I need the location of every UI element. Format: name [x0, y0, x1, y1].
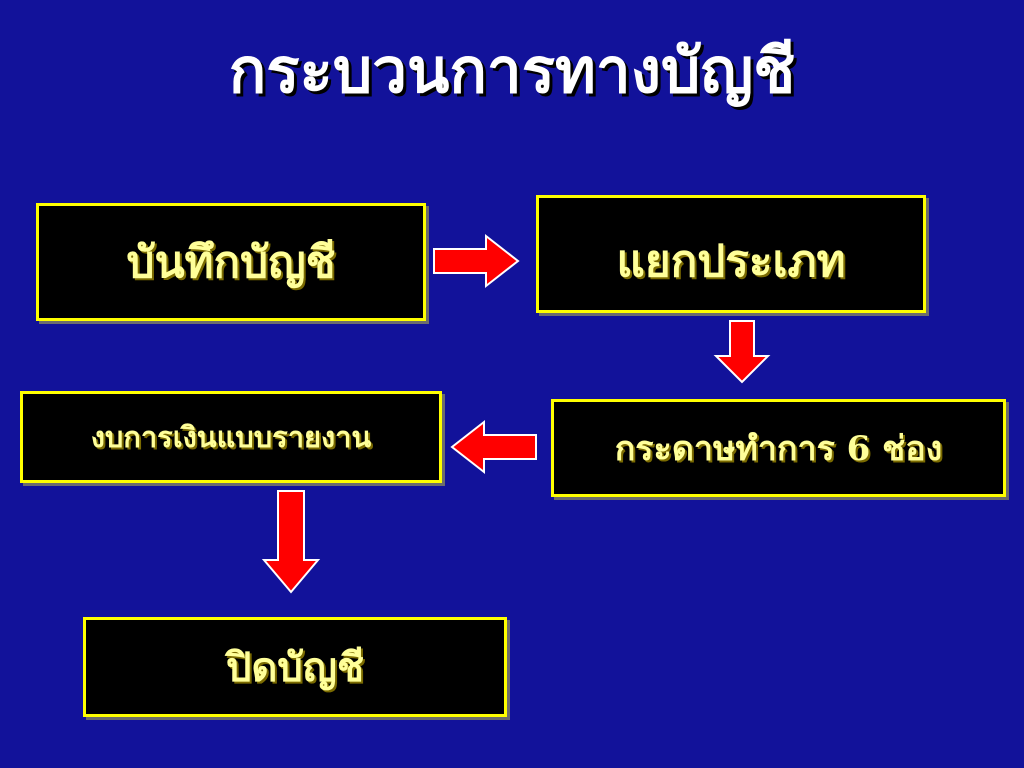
slide-title: กระบวนการทางบัญชี — [228, 34, 796, 107]
step-record-label: บันทึกบัญชี — [126, 237, 336, 288]
arrow-down-icon — [261, 490, 321, 594]
step-classify-box: แยกประเภท — [536, 195, 926, 313]
step-close-box: ปิดบัญชี — [83, 617, 507, 717]
step-worksheet-label: กระดาษทำการ 6 ช่อง — [614, 429, 943, 469]
arrow-right-icon — [433, 233, 520, 289]
step-worksheet-box: กระดาษทำการ 6 ช่อง — [551, 399, 1006, 497]
step-report-label: งบการเงินแบบรายงาน — [90, 420, 372, 454]
arrow-down-icon — [713, 320, 771, 384]
step-report-box: งบการเงินแบบรายงาน — [20, 391, 442, 483]
step-classify-label: แยกประเภท — [616, 236, 846, 287]
arrow-left-icon — [450, 419, 537, 475]
step-close-label: ปิดบัญชี — [226, 644, 364, 691]
step-record-box: บันทึกบัญชี — [36, 203, 426, 321]
